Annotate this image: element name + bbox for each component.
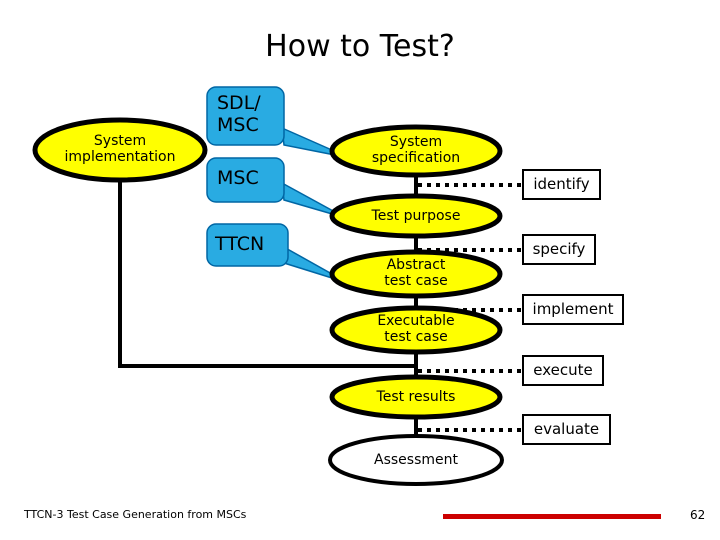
activity-box-identify[interactable] [522, 169, 601, 200]
ellipse-test-results [329, 374, 503, 420]
activity-box-specify[interactable] [522, 234, 596, 265]
ellipse-test-purpose [329, 193, 503, 239]
ellipse-system-specification [329, 124, 503, 178]
callout-box-sdl-msc [206, 86, 285, 146]
callout-box-msc [206, 157, 285, 203]
ellipse-executable-test-case [329, 305, 503, 355]
page-number: 62 [690, 508, 706, 522]
connector-implementation-to-execute [118, 178, 416, 368]
footer-divider [443, 514, 661, 519]
footer-title: TTCN-3 Test Case Generation from MSCs [24, 508, 247, 521]
activity-box-implement[interactable] [522, 294, 624, 325]
page-title: How to Test? [265, 29, 455, 64]
callout-box-ttcn [206, 223, 289, 267]
ellipse-system-implementation [32, 117, 208, 183]
activity-box-execute[interactable] [522, 355, 604, 386]
ellipse-abstract-test-case [329, 249, 503, 299]
ellipse-assessment [328, 434, 504, 486]
activity-box-evaluate[interactable] [522, 414, 611, 445]
